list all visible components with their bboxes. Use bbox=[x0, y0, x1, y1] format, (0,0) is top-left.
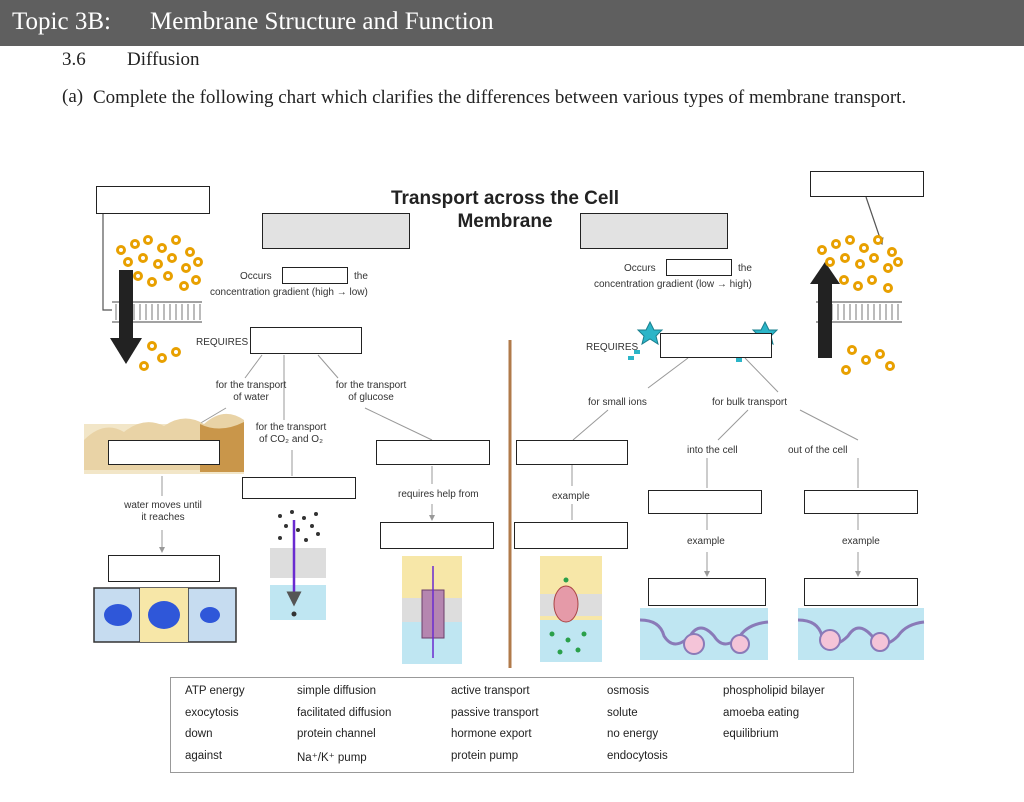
answer-box-right-requires[interactable] bbox=[660, 333, 772, 358]
simple-diffusion-illustration bbox=[270, 508, 326, 620]
exocytosis-illustration bbox=[797, 608, 925, 660]
into-example-label: example bbox=[687, 536, 725, 547]
word-bank: ATP energy exocytosis down against simple di… bbox=[170, 677, 854, 773]
answer-box-active-heading[interactable] bbox=[580, 213, 728, 249]
water-moves-label: water moves until it reaches bbox=[124, 500, 202, 523]
answer-box-right-occurs[interactable] bbox=[666, 259, 732, 276]
answer-box-endocytosis[interactable] bbox=[648, 490, 762, 514]
word-bank-item[interactable]: simple diffusion bbox=[297, 685, 377, 697]
out-example-label: example bbox=[842, 536, 880, 547]
glucose-transport-label: for the transport of glucose bbox=[335, 380, 407, 403]
word-bank-item[interactable]: protein channel bbox=[297, 728, 376, 740]
answer-box-pump-example[interactable] bbox=[514, 522, 628, 549]
right-the-label: the bbox=[738, 263, 752, 274]
word-bank-item[interactable]: hormone export bbox=[451, 728, 532, 740]
word-bank-item[interactable]: no energy bbox=[607, 728, 659, 740]
question-text: Complete the following chart which clari… bbox=[93, 87, 907, 108]
pump-illustration bbox=[540, 556, 602, 662]
header-banner: Topic 3B: Membrane Structure and Functio… bbox=[0, 0, 1024, 46]
right-occurs-label: Occurs bbox=[624, 263, 656, 274]
left-the-label: the bbox=[354, 271, 368, 282]
topic-label: Topic 3B: bbox=[12, 8, 111, 35]
word-bank-item[interactable]: active transport bbox=[451, 685, 530, 697]
word-bank-item[interactable]: equilibrium bbox=[723, 728, 779, 740]
question-label: (a) bbox=[62, 86, 84, 107]
answer-box-exocytosis[interactable] bbox=[804, 490, 918, 514]
water-transport-label: for the transport of water bbox=[215, 380, 287, 403]
left-requires-label: REQUIRES bbox=[196, 337, 249, 348]
requires-help-label: requires help from bbox=[398, 489, 479, 500]
word-bank-item[interactable]: endocytosis bbox=[607, 749, 668, 762]
page-title: Membrane Structure and Function bbox=[150, 8, 494, 35]
word-bank-item[interactable]: amoeba eating bbox=[723, 706, 800, 719]
word-bank-item[interactable]: against bbox=[185, 749, 223, 762]
left-occurs-label: Occurs bbox=[240, 271, 272, 282]
word-bank-item[interactable]: down bbox=[185, 728, 213, 740]
endocytosis-illustration bbox=[639, 608, 769, 660]
answer-box-left-occurs[interactable] bbox=[282, 267, 348, 284]
word-bank-item[interactable]: exocytosis bbox=[185, 706, 239, 719]
answer-box-pump[interactable] bbox=[516, 440, 628, 465]
answer-box-left-top[interactable] bbox=[96, 186, 210, 214]
into-cell-label: into the cell bbox=[687, 445, 738, 456]
answer-box-simple[interactable] bbox=[242, 477, 356, 499]
word-bank-item[interactable]: facilitated diffusion bbox=[297, 706, 392, 719]
small-ions-label: for small ions bbox=[588, 397, 647, 408]
bulk-transport-label: for bulk transport bbox=[712, 397, 788, 408]
section-number: 3.6 bbox=[62, 49, 86, 70]
diagram-title: Transport across the Cell Membrane bbox=[360, 187, 650, 233]
answer-box-left-requires[interactable] bbox=[250, 327, 362, 354]
word-bank-item[interactable]: solute bbox=[607, 706, 638, 719]
left-gradient-label: concentration gradient (high → low) bbox=[210, 287, 368, 298]
facilitated-diffusion-illustration bbox=[402, 556, 462, 664]
gas-transport-label: for the transport of CO₂ and O₂ bbox=[255, 422, 327, 445]
word-bank-item[interactable]: Na⁺/K⁺ pump bbox=[297, 751, 367, 764]
answer-box-equilibrium[interactable] bbox=[108, 555, 220, 582]
answer-box-help[interactable] bbox=[380, 522, 494, 549]
answer-box-out-example[interactable] bbox=[804, 578, 918, 606]
word-bank-item[interactable]: osmosis bbox=[607, 685, 650, 697]
word-bank-item[interactable]: passive transport bbox=[451, 706, 539, 719]
right-requires-label: REQUIRES bbox=[586, 342, 639, 353]
answer-box-right-top[interactable] bbox=[810, 171, 924, 197]
out-of-cell-label: out of the cell bbox=[788, 445, 848, 456]
diagram-title-line2: Membrane bbox=[457, 211, 553, 232]
answer-box-facilitated[interactable] bbox=[376, 440, 490, 465]
answer-box-osmosis[interactable] bbox=[108, 440, 220, 465]
section-title: Diffusion bbox=[127, 49, 200, 70]
answer-box-into-example[interactable] bbox=[648, 578, 766, 606]
osmosis-cells-illustration bbox=[93, 587, 237, 643]
word-bank-item[interactable]: protein pump bbox=[451, 749, 519, 762]
diagram-title-line1: Transport across the Cell bbox=[390, 188, 620, 209]
pump-example-label: example bbox=[552, 491, 590, 502]
right-gradient-label: concentration gradient (low → high) bbox=[594, 279, 752, 290]
answer-box-passive-heading[interactable] bbox=[262, 213, 410, 249]
word-bank-item[interactable]: phospholipid bilayer bbox=[723, 685, 825, 697]
word-bank-item[interactable]: ATP energy bbox=[185, 685, 245, 697]
